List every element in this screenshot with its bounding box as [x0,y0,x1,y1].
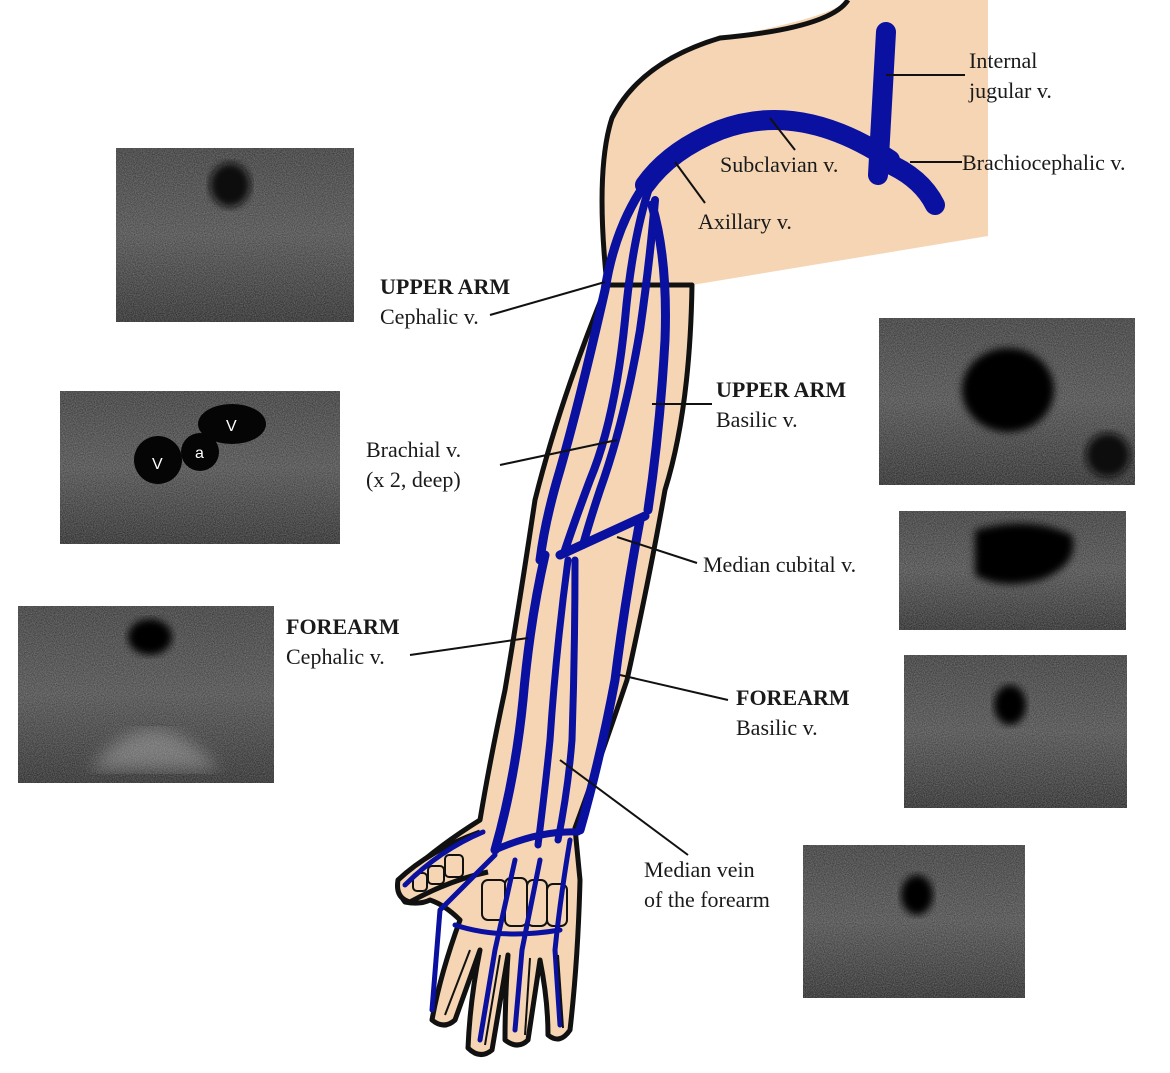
thumb-vein [402,829,486,888]
label-upper-arm-cephalic-region: UPPER ARM [380,274,511,299]
label-axillary: Axillary v. [698,209,792,234]
label-forearm-cephalic-vein: Cephalic v. [286,644,385,669]
label-internal-jugular: Internal jugular v. [969,46,1052,106]
ultrasound-forearm-cephalic [18,606,274,783]
brachial-vein-2 [579,196,659,549]
label-upper-arm-basilic-vein: Basilic v. [716,407,798,432]
median-forearm-vein [534,556,572,849]
ultrasound-forearm-basilic [904,655,1127,808]
ultrasound-brachial: V a V [60,391,340,544]
label-brachial-line1: Brachial v. [366,437,462,462]
upper-arm-basilic-vein [643,200,670,515]
label-brachial-line2: (x 2, deep) [366,467,461,492]
label-upper-arm-cephalic-vein: Cephalic v. [380,304,479,329]
label-median-forearm-line1: Median vein [644,857,755,882]
label-brachiocephalic: Brachiocephalic v. [962,150,1126,175]
label-forearm-cephalic: FOREARM Cephalic v. [286,612,400,672]
label-internal-jugular-line2: jugular v. [969,78,1052,103]
label-subclavian: Subclavian v. [720,152,839,177]
label-brachial: Brachial v. (x 2, deep) [366,435,461,495]
hand-vein-4 [552,837,573,1028]
ultrasound-upper-arm-cephalic [116,148,354,322]
arm-skin [398,282,695,1057]
label-upper-arm-basilic-region: UPPER ARM [716,377,847,402]
brachial-marker-v1: V [152,456,163,473]
label-forearm-basilic-vein: Basilic v. [736,715,818,740]
forearm-basilic-vein [575,515,645,835]
hand-vein-1 [429,852,498,1013]
leader-lines [409,74,965,856]
shoulder-outline [599,0,851,286]
hand-vein-cross [452,922,563,937]
ultrasound-upper-arm-basilic [879,318,1135,485]
label-internal-jugular-line1: Internal [969,48,1038,73]
label-median-forearm-line2: of the forearm [644,887,770,912]
ultrasound-median-forearm [803,845,1025,998]
label-forearm-basilic-region: FOREARM [736,685,850,710]
brachial-vein-1 [561,181,654,554]
subclavian-vein [635,110,900,195]
label-median-cubital: Median cubital v. [703,552,857,577]
label-forearm-cephalic-region: FOREARM [286,614,400,639]
upper-arm-cephalic-vein [535,175,653,565]
label-upper-arm-cephalic: UPPER ARM Cephalic v. [380,272,510,332]
hand-vein-3 [512,857,543,1033]
ultrasound-median-cubital [899,511,1126,630]
veins [402,22,945,1043]
forearm-cephalic-vein [490,550,550,855]
wrist-vein-arch [491,828,582,854]
finger-outlines [444,949,564,1046]
median-cubital-vein [555,511,650,560]
brachial-marker-a: a [195,445,204,462]
label-median-forearm: Median vein of the forearm [644,855,770,915]
label-forearm-basilic: FOREARM Basilic v. [736,683,850,743]
median-forearm-vein-2 [554,556,579,844]
label-upper-arm-basilic: UPPER ARM Basilic v. [716,375,846,435]
brachial-marker-v2: V [226,418,237,435]
hand-vein-2 [477,857,518,1043]
